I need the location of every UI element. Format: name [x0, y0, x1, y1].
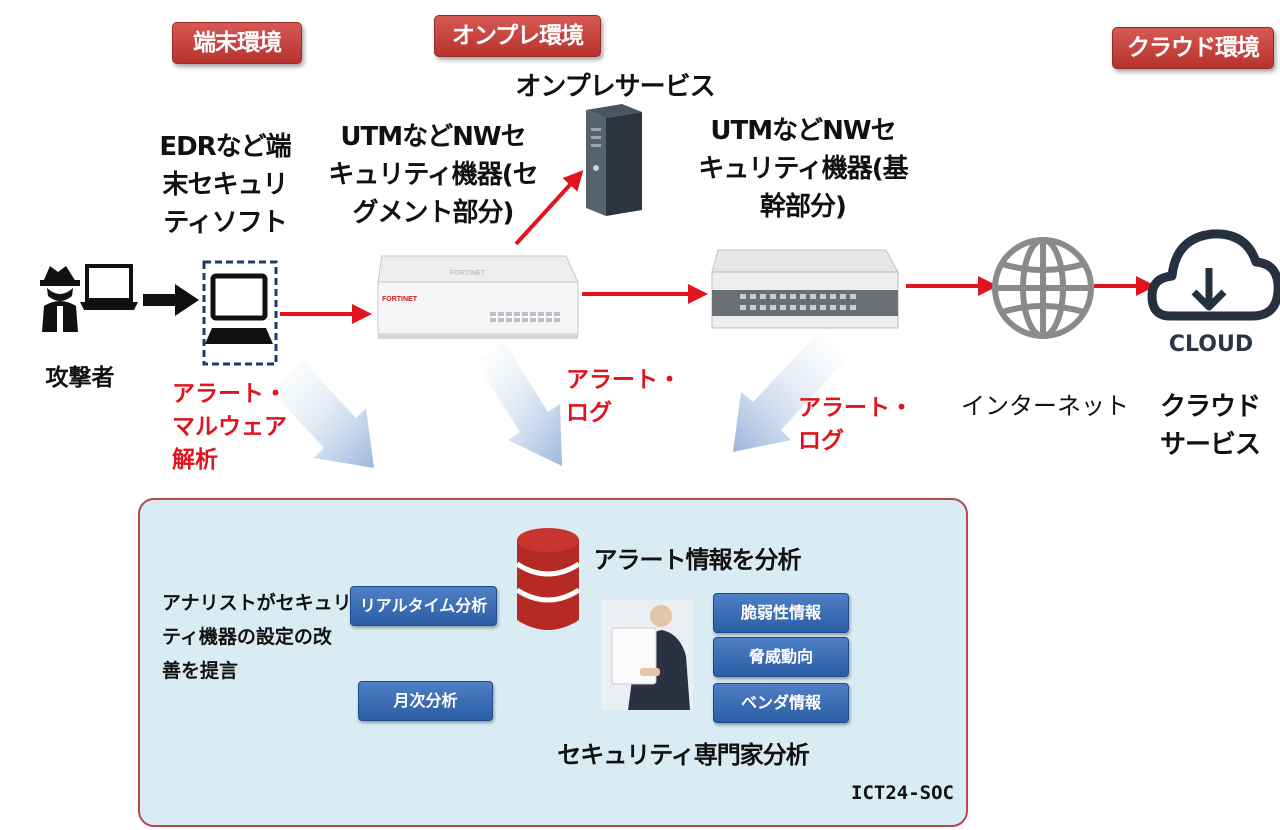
onprem-environment-tag: オンプレ環境 — [434, 15, 601, 57]
utm-core-label: UTMなどNWセ キュリティ機器(基 幹部分) — [698, 116, 908, 222]
server-icon — [586, 104, 642, 216]
attacker-label: 攻撃者 — [45, 365, 115, 391]
alert-malware-label: アラート・ マルウェア 解析 — [172, 381, 287, 473]
vendor-info-button[interactable]: ベンダ情報 — [713, 683, 849, 723]
cloud-environment-tag: クラウド環境 — [1112, 27, 1274, 69]
endpoint-environment-tag: 端末環境 — [172, 22, 302, 64]
cloud-service-label: クラウド サービス — [1159, 392, 1261, 460]
alert-analysis-label: アラート情報を分析 — [593, 546, 802, 574]
monthly-analysis-button[interactable]: 月次分析 — [358, 681, 493, 721]
edr-label: EDRなど端 末セキュリ ティソフト — [159, 132, 291, 238]
globe-icon — [992, 237, 1094, 339]
onprem-service-label: オンプレサービス — [515, 72, 715, 102]
realtime-analysis-button[interactable]: リアルタイム分析 — [350, 586, 497, 626]
threat-trend-button[interactable]: 脅威動向 — [713, 637, 849, 677]
alert-log-label-1: アラート・ ログ — [566, 367, 681, 426]
flow-arrow-2 — [514, 170, 584, 246]
utm-core-device — [711, 249, 899, 329]
cloud-icon-label: CLOUD — [1169, 332, 1253, 357]
security-expert-label: セキュリティ専門家分析 — [557, 741, 810, 769]
laptop-icon — [202, 260, 278, 366]
attack-arrow — [143, 284, 199, 316]
fortinet-logo-2: FORTINET — [450, 270, 486, 277]
cloud-icon — [1147, 229, 1280, 321]
fortinet-logo-1: FORTINET — [382, 296, 418, 303]
alert-log-label-2: アラート・ ログ — [798, 395, 913, 454]
attacker-icon — [40, 264, 138, 332]
utm-segment-label: UTMなどNWセ キュリティ機器(セ グメント部分) — [328, 122, 538, 228]
analyst-proposal-text: アナリストがセキュリ ティ機器の設定の改 善を提言 — [162, 592, 352, 682]
vulnerability-info-button[interactable]: 脆弱性情報 — [713, 593, 849, 633]
log-flow-arrows — [272, 330, 849, 468]
internet-label: インターネット — [961, 392, 1129, 420]
utm-segment-device — [377, 255, 579, 339]
soc-name-label: ICT24-SOC — [851, 782, 954, 804]
